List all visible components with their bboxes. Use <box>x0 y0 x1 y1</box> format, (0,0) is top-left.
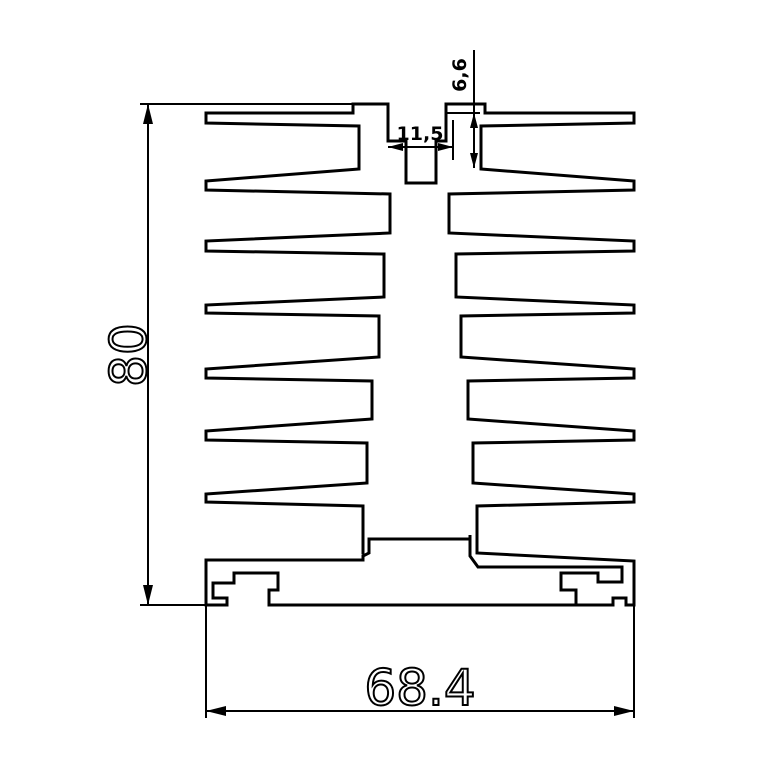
slot-width-arrow-right <box>438 143 453 151</box>
width-arrow-right <box>614 706 634 716</box>
slot-depth-label: 6,6 <box>449 58 471 92</box>
slot-depth-arrow-bottom <box>470 153 478 168</box>
width-arrow-left <box>206 706 226 716</box>
heatsink-left-fins <box>204 102 392 555</box>
slot-width-label: 11,5 <box>397 123 444 145</box>
height-arrow-top <box>143 104 153 124</box>
height-label: 80 <box>100 323 158 387</box>
slot-width-arrow-left <box>388 143 403 151</box>
slot-depth-arrow-top <box>470 113 478 128</box>
height-arrow-bottom <box>143 585 153 605</box>
width-label: 68.4 <box>364 659 475 717</box>
heatsink-profile-outline <box>204 102 636 607</box>
